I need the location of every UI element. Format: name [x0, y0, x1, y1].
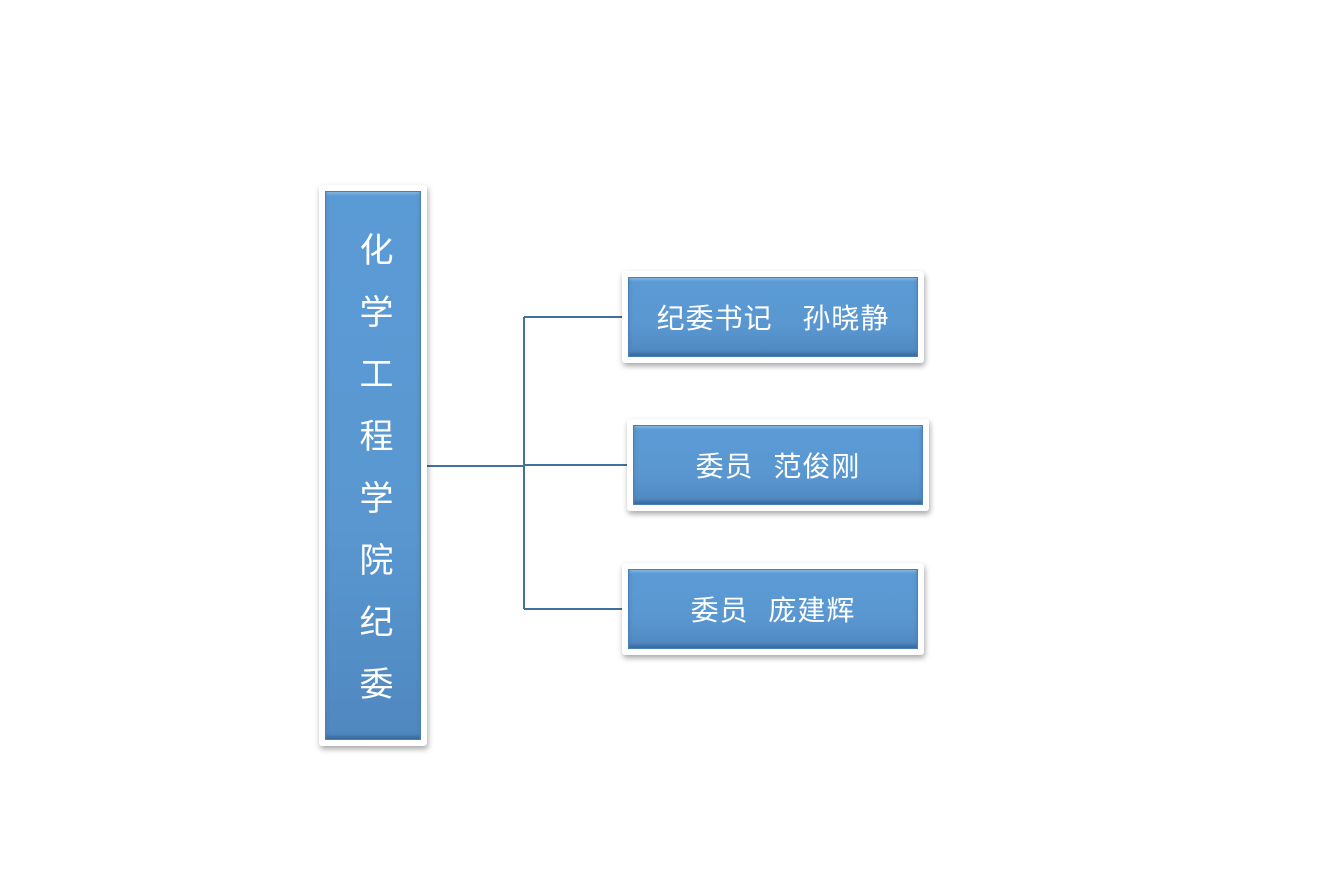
root-node-fill: 化学工程学院纪委 [325, 191, 421, 740]
root-node: 化学工程学院纪委 [319, 185, 427, 746]
root-node-label: 化学工程学院纪委 [353, 231, 393, 728]
member-node-fill: 纪委书记 孙晓静 [628, 277, 918, 357]
member-node-secretary: 纪委书记 孙晓静 [622, 271, 924, 363]
member-node-fill: 委员 庞建辉 [628, 569, 918, 649]
member-node-label: 纪委书记 孙晓静 [656, 302, 890, 335]
member-node-label: 委员 庞建辉 [690, 594, 856, 627]
member-node-member-1: 委员 范俊刚 [627, 419, 929, 511]
member-node-label: 委员 范俊刚 [695, 450, 861, 483]
member-node-fill: 委员 范俊刚 [633, 425, 923, 505]
member-node-member-2: 委员 庞建辉 [622, 563, 924, 655]
